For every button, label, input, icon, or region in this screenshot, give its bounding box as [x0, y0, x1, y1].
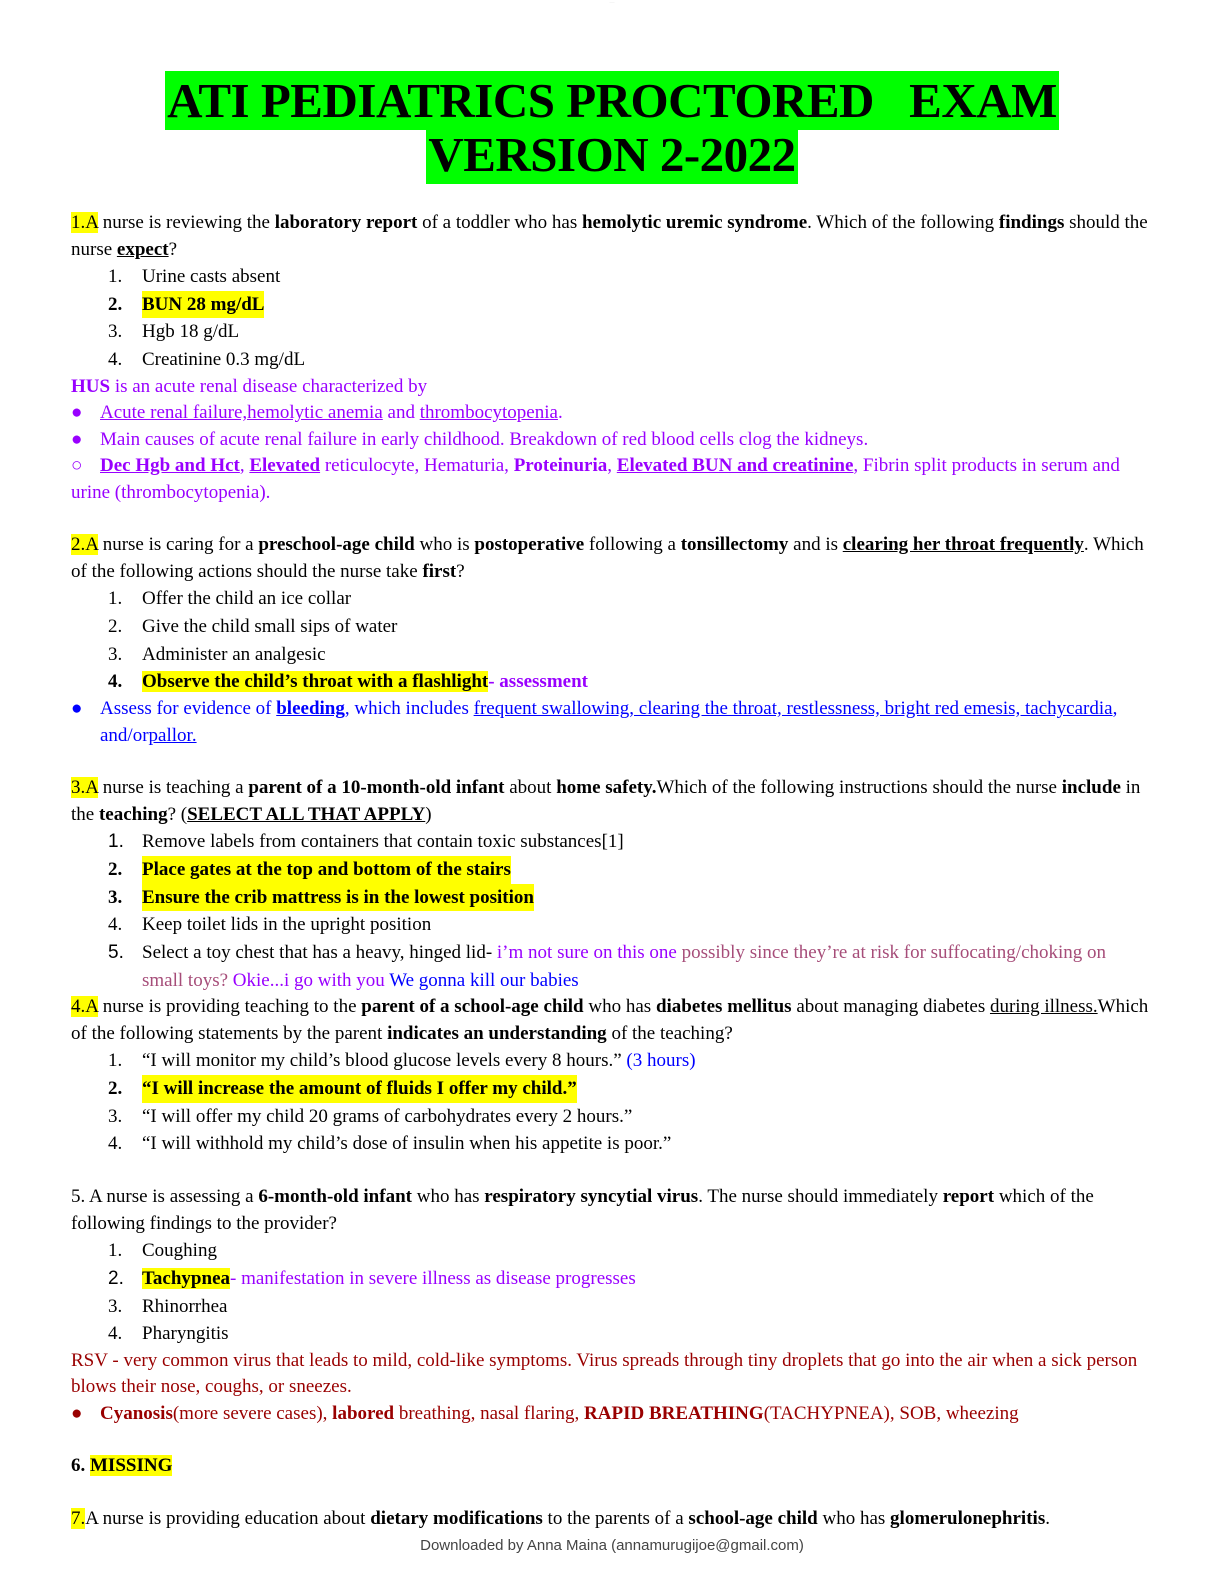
- option-correct: 2.Tachypnea- manifestation in severe ill…: [108, 1267, 636, 1289]
- question-7-stem: 7.A nurse is providing education about d…: [71, 1507, 1050, 1529]
- document-body: 1.A nurse is reviewing the laboratory re…: [71, 210, 1151, 1532]
- rsv-rationale: RSV - very common virus that leads to mi…: [71, 1349, 1138, 1398]
- page-header-mark: ·····: [609, 0, 615, 4]
- rationale-bullet: ●Acute renal failure,hemolytic anemia an…: [71, 400, 1151, 427]
- question-1-stem: 1.A nurse is reviewing the laboratory re…: [71, 212, 1148, 260]
- question-number: 2.A: [71, 534, 98, 556]
- question-3: 3.A nurse is teaching a parent of a 10-m…: [71, 775, 1151, 994]
- bullet-dot-icon: ●: [71, 402, 83, 424]
- title-line-2: VERSION 2-2022: [426, 125, 798, 184]
- option: 2.Give the child small sips of water: [108, 616, 398, 638]
- missing-label: MISSING: [90, 1455, 173, 1477]
- question-2-options: 1.Offer the child an ice collar 2.Give t…: [71, 585, 1151, 696]
- question-1: 1.A nurse is reviewing the laboratory re…: [71, 210, 1151, 506]
- option: 3.Hgb 18 g/dL: [108, 321, 240, 343]
- question-4-options: 1.“I will monitor my child’s blood gluco…: [71, 1047, 1151, 1158]
- bullet-dot-icon: ●: [71, 698, 83, 720]
- bullet-dot-icon: ●: [71, 428, 83, 450]
- option-correct: 2.“I will increase the amount of fluids …: [108, 1075, 1151, 1103]
- option: 3.“I will offer my child 20 grams of car…: [108, 1105, 633, 1127]
- question-number: 3.A: [71, 777, 98, 799]
- rationale-heading: HUS is an acute renal disease characteri…: [71, 375, 428, 397]
- option: 3.Rhinorrhea: [108, 1295, 228, 1317]
- option: 4.“I will withhold my child’s dose of in…: [108, 1133, 672, 1155]
- question-5: 5. A nurse is assessing a 6-month-old in…: [71, 1184, 1151, 1427]
- question-6: 6. MISSING: [71, 1455, 173, 1477]
- title-line-1: ATI PEDIATRICS PROCTORED EXAM: [165, 71, 1059, 130]
- option: 1.Remove labels from containers that con…: [108, 831, 624, 853]
- rationale-bullet: ●Main causes of acute renal failure in e…: [71, 427, 1151, 454]
- option: 1.Offer the child an ice collar: [108, 588, 352, 610]
- question-3-stem: 3.A nurse is teaching a parent of a 10-m…: [71, 777, 1141, 825]
- rationale-bullet: ●Assess for evidence of bleeding, which …: [71, 696, 1151, 749]
- option-correct: 2.BUN 28 mg/dL: [108, 290, 1151, 319]
- document-title: ATI PEDIATRICS PROCTORED EXAM VERSION 2-…: [0, 71, 1224, 184]
- option: 5.Select a toy chest that has a heavy, h…: [108, 941, 1107, 991]
- download-footer: Downloaded by Anna Maina (annamurugijoe@…: [420, 1537, 804, 1554]
- question-number: 1.A: [71, 212, 98, 233]
- option: 4.Keep toilet lids in the upright positi…: [108, 914, 432, 936]
- question-5-stem: 5. A nurse is assessing a 6-month-old in…: [71, 1186, 1094, 1234]
- option: 3.Administer an analgesic: [108, 643, 326, 665]
- option: 4.Pharyngitis: [108, 1323, 229, 1345]
- bullet-dot-icon: ●: [71, 1402, 83, 1424]
- question-3-options: 1.Remove labels from containers that con…: [71, 828, 1151, 994]
- question-1-options: 1.Urine casts absent 2.BUN 28 mg/dL 3.Hg…: [71, 263, 1151, 374]
- question-2-stem: 2.A nurse is caring for a preschool-age …: [71, 534, 1144, 582]
- question-4-stem: 4.A nurse is providing teaching to the p…: [71, 996, 1149, 1044]
- question-number: 7.: [71, 1507, 86, 1529]
- option: 4.Creatinine 0.3 mg/dL: [108, 349, 306, 371]
- option: 1.Coughing: [108, 1240, 217, 1262]
- option: 1.“I will monitor my child’s blood gluco…: [108, 1050, 696, 1072]
- bullet-circle-icon: ○: [71, 455, 83, 477]
- option-correct: 2.Place gates at the top and bottom of t…: [108, 855, 1151, 884]
- rationale-bullet: ●Cyanosis(more severe cases), labored br…: [71, 1401, 1151, 1428]
- question-4: 4.A nurse is providing teaching to the p…: [71, 994, 1151, 1158]
- question-2: 2.A nurse is caring for a preschool-age …: [71, 532, 1151, 749]
- option-correct: 3.Ensure the crib mattress is in the low…: [108, 883, 1151, 912]
- option-correct: 4.Observe the child’s throat with a flas…: [108, 671, 588, 693]
- option: 1.Urine casts absent: [108, 266, 281, 287]
- question-5-options: 1.Coughing 2.Tachypnea- manifestation in…: [71, 1237, 1151, 1348]
- rationale-subbullet: ○Dec Hgb and Hct, Elevated reticulocyte,…: [71, 455, 1120, 503]
- question-number: 4.A: [71, 996, 98, 1018]
